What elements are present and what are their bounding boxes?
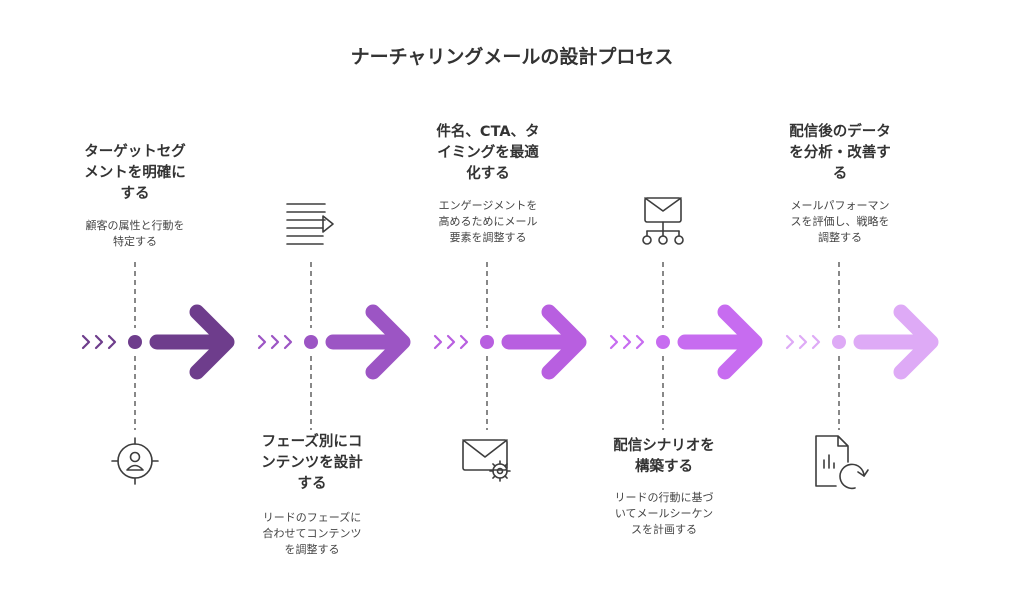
chevrons-icon	[785, 334, 821, 350]
report-refresh-icon	[815, 435, 869, 490]
step-5-heading: 配信後のデータ を分析・改善す る	[789, 124, 891, 182]
step-4-heading: 配信シナリオを 構築する	[613, 438, 715, 475]
step-node	[304, 335, 318, 349]
mail-gear-icon	[462, 439, 511, 482]
document-play-icon	[286, 203, 334, 245]
flow-arrow	[149, 304, 235, 380]
chevrons-icon	[257, 334, 293, 350]
step-2-description: リードのフェーズに 合わせてコンテンツ を調整する	[262, 511, 362, 556]
step-3-description: エンゲージメントを 高めるためにメール 要素を調整する	[438, 199, 538, 244]
step-node	[480, 335, 494, 349]
step-node	[128, 335, 142, 349]
flow-arrow	[853, 304, 939, 380]
mail-network-icon	[642, 197, 684, 245]
step-node	[656, 335, 670, 349]
flow-arrow	[325, 304, 411, 380]
flow-arrow	[501, 304, 587, 380]
step-5-description: メールパフォーマン スを評価し、戦略を 調整する	[790, 199, 890, 244]
step-2-heading: フェーズ別にコ ンテンツを設計 する	[261, 434, 363, 492]
step-1-heading: ターゲットセグ メントを明確に する	[84, 144, 186, 202]
flow-arrows	[81, 304, 939, 380]
step-1-description: 顧客の属性と行動を 特定する	[85, 219, 185, 248]
page-title: ナーチャリングメールの設計プロセス	[350, 46, 674, 68]
flow-arrow	[677, 304, 763, 380]
step-4-description: リードの行動に基づ いてメールシーケン スを計画する	[614, 491, 714, 536]
chevrons-icon	[609, 334, 645, 350]
step-node	[832, 335, 846, 349]
step-icons	[111, 197, 869, 490]
target-person-icon	[111, 437, 159, 485]
chevrons-icon	[81, 334, 117, 350]
connector-lines	[134, 262, 840, 430]
step-3-heading: 件名、CTA、タ イミングを最適 化する	[436, 124, 540, 182]
chevrons-icon	[433, 334, 469, 350]
